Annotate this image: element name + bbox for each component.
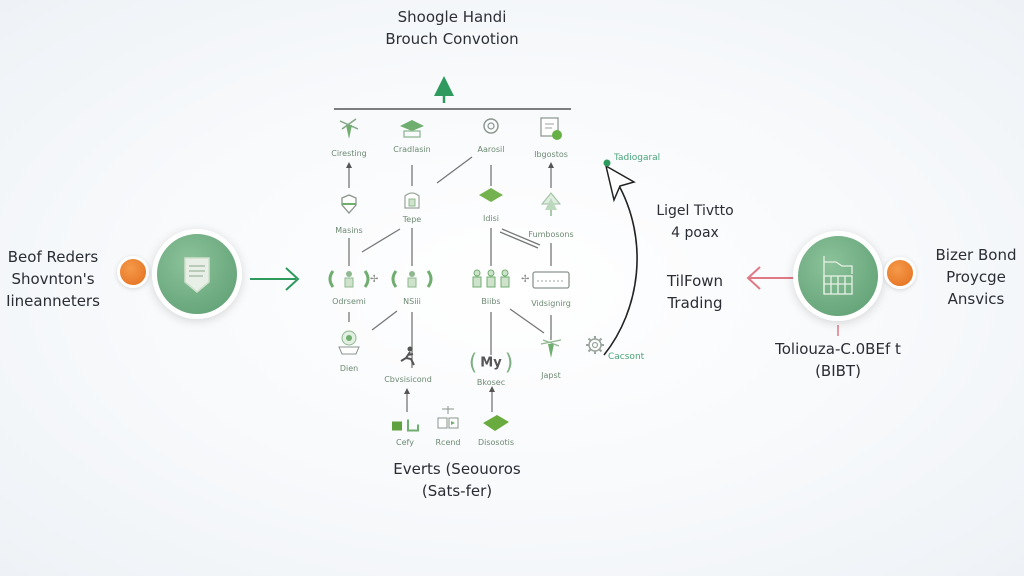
chart-blocks-icon: [390, 417, 420, 436]
top-badge-label: Tadiogaral: [614, 153, 661, 163]
mid-label-1: Ligel Tivtto 4 poax: [640, 200, 750, 244]
plant-icon: [336, 115, 362, 145]
title-line-2: Brouch Convotion: [385, 30, 519, 48]
document-shield-icon: [184, 257, 210, 293]
right-arrow-icon: [285, 267, 300, 291]
diagram-title: Shoogle Handi Brouch Convotion: [332, 6, 572, 50]
left-orange-dot: [117, 256, 149, 288]
node-label: Ibgostos: [534, 150, 568, 159]
scales-icon: [436, 404, 460, 436]
node-label: Odrsemi: [332, 297, 366, 306]
keyboard-icon: [531, 269, 571, 295]
left-arrow-icon: [746, 266, 761, 290]
mid-label-1-line-1: Ligel Tivtto: [656, 203, 734, 219]
node-label: Bkosec: [476, 378, 506, 387]
runner-icon: [397, 345, 419, 371]
bottom-label-line-1: Everts (Seouoros: [393, 460, 521, 478]
node-label: Masins: [335, 226, 363, 235]
certificate-icon: [538, 116, 564, 146]
mid-label-1-line-2: 4 poax: [671, 225, 719, 241]
status-dot-icon: [603, 159, 611, 167]
left-node-circle[interactable]: [152, 229, 242, 319]
mid-label-2-line-2: Trading: [667, 294, 723, 312]
node-label: Vidsignirg: [531, 299, 571, 308]
people-group-icon: [327, 267, 371, 295]
mid-label-2: TilFown Trading: [650, 270, 740, 314]
title-line-1: Shoogle Handi: [397, 8, 507, 26]
node-label: Cefy: [396, 438, 414, 447]
node-label: Dien: [339, 364, 359, 373]
tree-icon: [538, 190, 564, 222]
right-label: Bizer Bond Proycge Ansvics: [928, 244, 1024, 310]
node-label: Japst: [541, 371, 561, 380]
node-label: Disosotis: [477, 438, 515, 447]
left-label-line-3: Iineanneters: [6, 292, 100, 310]
plus-icon: ✢: [370, 274, 379, 285]
plant-icon: [538, 336, 564, 364]
right-caption-line-1: Toliouza-C.0BEf t: [775, 340, 901, 358]
node-label: Cradlasin: [393, 145, 431, 154]
people-group-icon: [390, 267, 434, 295]
node-label: NSiii: [403, 297, 421, 306]
my-badge-icon: ( My ): [468, 350, 514, 376]
node-label: Aarosil: [477, 145, 505, 154]
node-label: Idisi: [482, 214, 500, 223]
left-label: Beof Reders Shovnton's Iineanneters: [0, 246, 106, 312]
plus-icon: ✢: [521, 274, 530, 285]
node-label: Biibs: [481, 297, 501, 306]
right-label-line-3: Ansvics: [947, 290, 1005, 308]
right-label-line-1: Bizer Bond: [935, 246, 1017, 264]
globe-basket-icon: [336, 329, 362, 361]
leaf-tile-icon: [477, 187, 505, 207]
bottom-label-line-2: (Sats-fer): [421, 482, 493, 500]
leaf-tile-icon: [481, 413, 511, 437]
my-badge-text: My: [480, 355, 502, 371]
building-icon: [823, 256, 853, 295]
people-group-icon: [469, 267, 513, 295]
mid-label-2-line-1: TilFown: [666, 272, 724, 290]
curved-arrow-head-icon: [604, 164, 636, 203]
node-label: Rcend: [435, 438, 461, 447]
node-label: Tepe: [402, 215, 422, 224]
node-label: Ciresting: [331, 149, 367, 158]
right-label-line-2: Proycge: [946, 268, 1006, 286]
gear-cluster-icon: [480, 115, 502, 141]
right-caption-line-2: (BIBT): [815, 362, 861, 380]
bottom-label: Everts (Seouoros (Sats-fer): [372, 458, 542, 502]
gear-icon: [584, 334, 606, 360]
right-orange-dot: [884, 257, 916, 289]
right-caption: Toliouza-C.0BEf t (BIBT): [758, 338, 918, 382]
node-label: Fumbosons: [528, 230, 574, 239]
left-label-line-1: Beof Reders: [7, 248, 99, 266]
curved-arrow: [603, 181, 638, 356]
node-label: Cbvsisicond: [384, 375, 432, 384]
jar-icon: [400, 188, 424, 216]
shield-icon: [337, 192, 361, 220]
left-label-line-2: Shovnton's: [11, 270, 95, 288]
gear-label: Cacsont: [608, 352, 645, 362]
graduation-cap-icon: [398, 117, 426, 145]
right-node-circle[interactable]: [793, 231, 883, 321]
